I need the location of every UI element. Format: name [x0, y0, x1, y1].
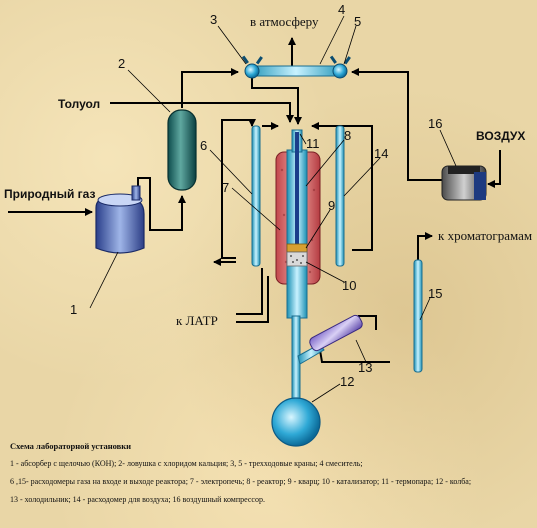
chromatograph-line — [417, 232, 433, 260]
toluene-label: Толуол — [58, 97, 100, 111]
label-13: 13 — [358, 360, 372, 375]
label-10: 10 — [342, 278, 356, 293]
rotameter-14 — [335, 125, 345, 267]
label-5: 5 — [354, 14, 361, 29]
label-1: 1 — [70, 302, 77, 317]
label-7: 7 — [222, 180, 229, 195]
label-16: 16 — [428, 116, 442, 131]
air-inlet — [487, 150, 501, 188]
latr-label: к ЛАТР — [176, 313, 218, 328]
rotameter-6 — [251, 125, 261, 267]
pipes — [8, 37, 501, 363]
leader-lines — [89, 15, 457, 403]
air-compressor-16 — [441, 165, 487, 201]
trap-to-valve-pipe — [181, 68, 239, 108]
condenser-to-rotameter-pipe — [319, 349, 390, 363]
latr-wire-2 — [236, 276, 269, 323]
thermocouple-11 — [295, 132, 299, 244]
mixer-to-reactor-pipe — [251, 78, 302, 125]
label-6: 6 — [200, 138, 207, 153]
label-11: 11 — [306, 136, 320, 151]
label-12: 12 — [340, 374, 354, 389]
mixer-4 — [245, 65, 347, 77]
three-way-valve-5 — [329, 55, 351, 79]
label-15: 15 — [428, 286, 442, 301]
chromatograph-label: к хроматограмам — [438, 228, 532, 243]
catalyst-10 — [286, 251, 308, 267]
condenser-coolant-pipe — [358, 315, 377, 330]
latr-wire-1 — [236, 268, 263, 315]
caption-title: Схема лабораторной установки — [10, 441, 132, 451]
rotameter-6-top-arrow — [222, 119, 256, 127]
natural-gas-label: Природный газ — [4, 187, 95, 201]
caption-line-3: 13 - холодильник; 14 - расходомер для во… — [10, 495, 265, 504]
label-9: 9 — [328, 198, 335, 213]
trap-2 — [167, 109, 197, 191]
rotameter-15 — [413, 259, 423, 373]
legend-caption: Схема лабораторной установки 1 - абсорбе… — [10, 440, 530, 512]
absorber-to-trap-pipe — [137, 177, 186, 231]
air-label: ВОЗДУХ — [476, 129, 525, 143]
caption-line-1: 1 - абсорбер с щелочью (КОН); 2- ловушка… — [10, 459, 363, 468]
label-8: 8 — [344, 128, 351, 143]
label-2: 2 — [118, 56, 125, 71]
atmosphere-label: в атмосферу — [250, 14, 319, 29]
caption-line-2: 6 ,15- расходомеры газа на входе и выход… — [10, 477, 472, 486]
three-way-valve-3 — [241, 55, 263, 79]
label-4: 4 — [338, 2, 345, 17]
label-14: 14 — [374, 146, 388, 161]
absorber-1 — [95, 185, 145, 254]
label-3: 3 — [210, 12, 217, 27]
toluene-line — [110, 102, 294, 123]
rotameter-14-loop — [318, 125, 373, 251]
quartz-9 — [286, 243, 308, 253]
condenser-13 — [309, 314, 363, 352]
